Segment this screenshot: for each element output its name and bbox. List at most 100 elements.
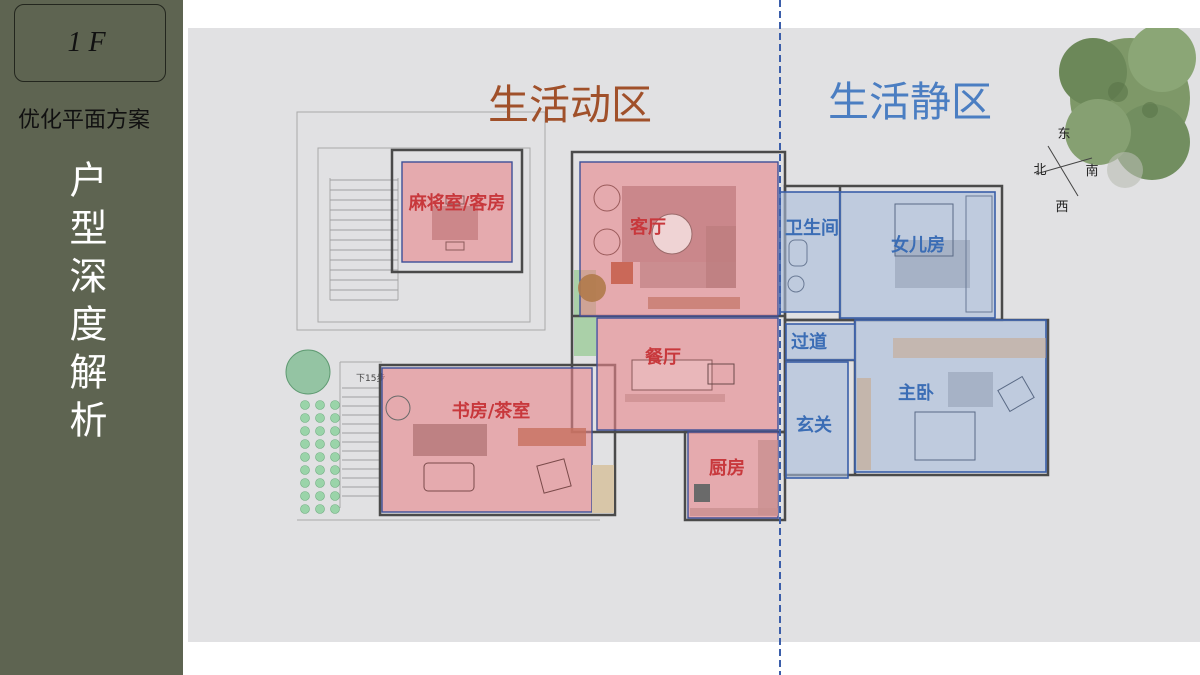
room-label-living-room: 客厅 [630, 216, 666, 238]
shrub-icon [300, 504, 310, 514]
sidebar: 1F 优化平面方案 户型深度解析 [0, 0, 183, 675]
armchair [593, 184, 621, 212]
garden-plant-icon [285, 349, 331, 395]
wooden-floor [893, 338, 1046, 358]
room-label-foyer: 玄关 [796, 414, 832, 436]
shrub-icon [315, 465, 325, 475]
rug [413, 424, 487, 456]
shrub-icon [315, 452, 325, 462]
shrub-icon [330, 491, 340, 501]
room-label-master-bedroom: 主卧 [898, 382, 934, 404]
room-label-daughter-bedroom: 女儿房 [891, 234, 945, 256]
shrub-icon [300, 413, 310, 423]
chair [445, 195, 465, 205]
zone-title-active: 生活动区 [488, 81, 652, 129]
zone-title-quiet: 生活静区 [828, 78, 992, 126]
compass: 东 北 南 西 [1033, 127, 1098, 215]
subtitle: 优化平面方案 [17, 108, 150, 133]
wardrobe [965, 195, 993, 313]
chair [997, 375, 1035, 413]
tree-shadow [1107, 152, 1143, 188]
study-furniture [385, 395, 614, 513]
bed [894, 203, 954, 257]
floor-label-box: 1F [14, 4, 166, 82]
coffee-table [651, 213, 693, 255]
shrub-icon [315, 439, 325, 449]
compass-south: 南 [1085, 163, 1098, 179]
room-label-dining-room: 餐厅 [644, 346, 681, 368]
tv-cabinet [648, 297, 740, 309]
shrub-icon [315, 426, 325, 436]
room-label-corridor: 过道 [791, 331, 827, 353]
shrub-icon [330, 426, 340, 436]
tree-icon [1059, 28, 1196, 188]
shrub-icon [315, 400, 325, 410]
compass-line [1035, 157, 1093, 175]
tree-detail [1108, 82, 1128, 102]
shrub-icon [300, 465, 310, 475]
garden-shrubs [300, 400, 340, 514]
tree-canopy [1065, 99, 1131, 165]
room-label-kitchen: 厨房 [709, 457, 745, 479]
stove [694, 484, 710, 502]
shrub-icon [300, 439, 310, 449]
terrace-inner-outline [317, 147, 531, 323]
kitchen-counter [758, 440, 778, 515]
shrub-icon [330, 452, 340, 462]
chair [445, 241, 465, 251]
mahjong-furniture [432, 195, 478, 251]
compass-west: 西 [1055, 200, 1068, 215]
shrub-icon [330, 504, 340, 514]
terrace-outline [296, 111, 546, 331]
chair [536, 458, 572, 494]
floor-label: 1F [67, 27, 113, 58]
shrub-icon [330, 465, 340, 475]
desk [948, 372, 993, 407]
shrub-icon [300, 491, 310, 501]
wall-study [378, 363, 617, 517]
basin [787, 275, 805, 293]
dining-furniture [625, 359, 735, 402]
dining-table [631, 359, 713, 391]
study-stairs [342, 387, 380, 497]
desk [518, 428, 586, 446]
site-lines [296, 111, 600, 521]
potted-plant-icon [578, 274, 606, 302]
shrub-icon [330, 413, 340, 423]
shrub-icon [330, 400, 340, 410]
shrub-icon [315, 504, 325, 514]
tree-canopy [1128, 28, 1196, 92]
kitchen-counter [690, 508, 778, 516]
room-label-study-tea: 书房/茶室 [452, 400, 531, 422]
shrub-icon [315, 491, 325, 501]
vertical-title: 户型深度解析 [63, 160, 107, 448]
shrub-icon [300, 452, 310, 462]
terrace-stairs [330, 179, 398, 301]
room-label-bathroom: 卫生间 [785, 217, 839, 239]
room-area-foyer[interactable] [785, 361, 849, 479]
sofa [423, 462, 475, 492]
room-area-dining-room[interactable] [596, 317, 779, 431]
wall-mahjong [390, 148, 524, 274]
shrub-icon [300, 426, 310, 436]
wardrobe [857, 378, 871, 470]
shrub-icon [315, 413, 325, 423]
dining-bench [625, 394, 725, 402]
side-table [611, 262, 633, 284]
bed [914, 411, 976, 461]
shrub-icon [300, 400, 310, 410]
kitchen-furniture [690, 440, 778, 516]
compass-line [1047, 145, 1079, 197]
daughter-bedroom-furniture [894, 195, 993, 313]
living-room-furniture [578, 184, 740, 309]
toilet [788, 239, 808, 267]
island-sink [707, 363, 735, 385]
shrub-icon [315, 478, 325, 488]
master-bedroom-furniture [857, 338, 1046, 470]
mahjong-table [432, 206, 478, 240]
room-area-corridor[interactable] [785, 323, 856, 361]
room-label-mahjong-guest: 麻将室/客房 [408, 192, 506, 214]
rug [895, 240, 970, 288]
shrub-icon [300, 478, 310, 488]
